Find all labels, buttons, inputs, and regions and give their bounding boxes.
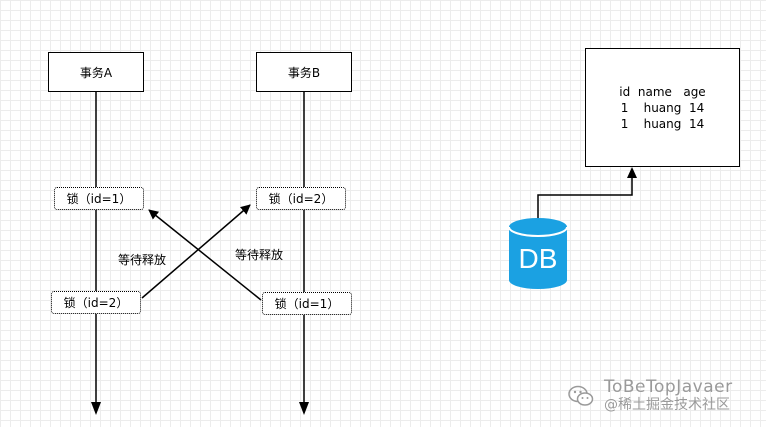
db-to-table-connector — [537, 176, 633, 222]
lifeline-a-arrowhead — [91, 402, 101, 415]
wait-arrow-a-to-b — [141, 204, 251, 299]
db-to-table-arrowhead — [627, 167, 637, 178]
database-label: DB — [518, 243, 558, 274]
lock-b-bottom: 锁（id=1） — [262, 292, 352, 315]
transaction-a-box: 事务A — [48, 52, 144, 92]
table-row: 1 huang 14 — [620, 116, 705, 131]
wait-label-left: 等待释放 — [118, 253, 167, 267]
transaction-b-box: 事务B — [256, 52, 352, 92]
lock-a-bottom: 锁（id=2） — [51, 291, 141, 314]
watermark: ToBeTopJavaer @稀土掘金技术社区 — [568, 378, 733, 414]
wait-label-right: 等待释放 — [235, 248, 284, 262]
lock-a-top: 锁（id=1） — [54, 187, 144, 210]
database-cylinder-icon — [508, 218, 568, 289]
transaction-a-label: 事务A — [79, 65, 113, 80]
table-row: 1 huang 14 — [620, 100, 705, 115]
watermark-account-name: ToBeTopJavaer — [604, 377, 733, 397]
lifeline-b-arrowhead — [299, 402, 309, 415]
table-result-box: id name age 1 huang 14 1 huang 14 — [585, 48, 740, 167]
wechat-icon — [568, 385, 594, 406]
lock-b-top: 锁（id=2） — [256, 187, 346, 210]
wait-arrow-b-to-a — [148, 209, 262, 301]
transaction-b-label: 事务B — [287, 65, 321, 80]
watermark-community: @稀土掘金技术社区 — [604, 397, 730, 413]
table-row: id name age — [619, 84, 706, 99]
